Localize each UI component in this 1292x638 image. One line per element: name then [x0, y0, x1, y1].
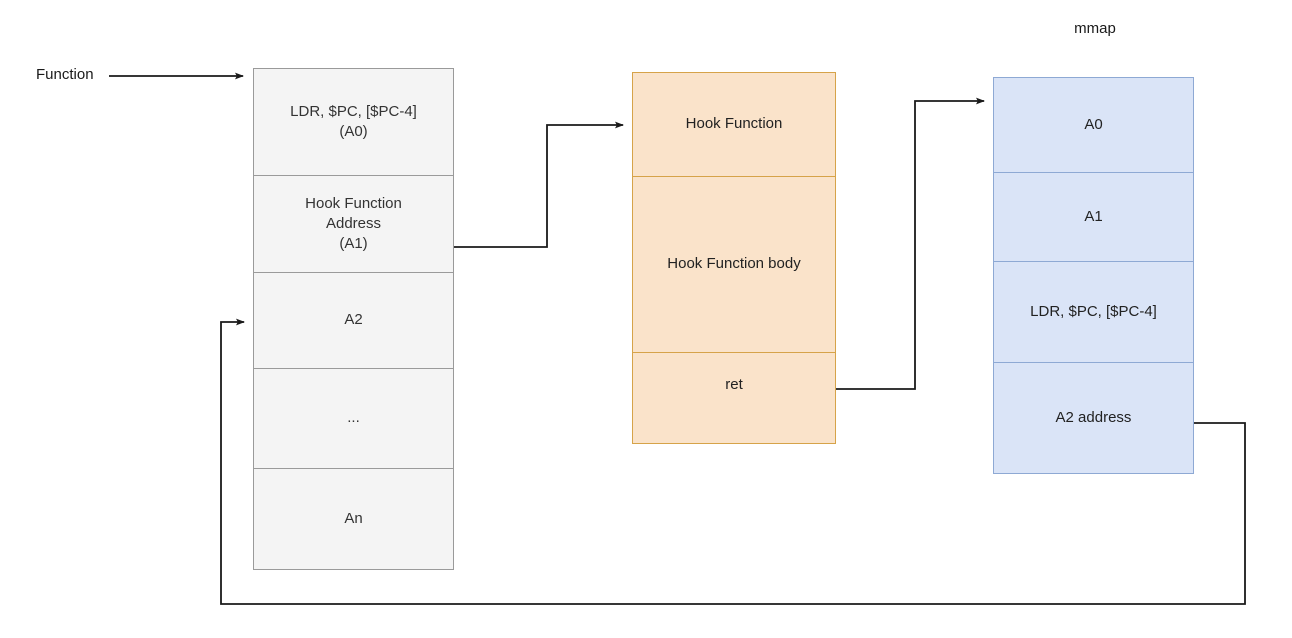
cell-mmap-a0: A0	[994, 78, 1193, 173]
cell-a2: A2	[254, 273, 453, 369]
mmap-label: mmap	[1074, 20, 1116, 37]
hook-function-column: Hook Function Hook Function body ret	[632, 72, 836, 444]
cell-hook-ret: ret	[725, 376, 743, 393]
function-entry-label: Function	[36, 66, 94, 83]
cell-a0: LDR, $PC, [$PC-4] (A0)	[254, 69, 453, 176]
cell-mmap-a2-address: A2 address	[1055, 408, 1132, 426]
cell-hook-function-header: Hook Function	[633, 73, 835, 177]
a1-to-hook-connector	[453, 121, 624, 248]
cell-mmap-a1: A1	[994, 173, 1193, 263]
cell-hook-function-body: Hook Function body	[633, 177, 835, 353]
cell-an: An	[344, 509, 363, 527]
cell-a1: Hook Function Address (A1)	[254, 176, 453, 273]
cell-mmap-ldr: LDR, $PC, [$PC-4]	[994, 262, 1193, 363]
ret-to-mmap-connector	[835, 97, 985, 390]
cell-ellipsis: ...	[254, 369, 453, 469]
mmap-trampoline-column: A0 A1 LDR, $PC, [$PC-4] A2 address	[993, 77, 1194, 474]
original-function-column: LDR, $PC, [$PC-4] (A0) Hook Function Add…	[253, 68, 454, 570]
